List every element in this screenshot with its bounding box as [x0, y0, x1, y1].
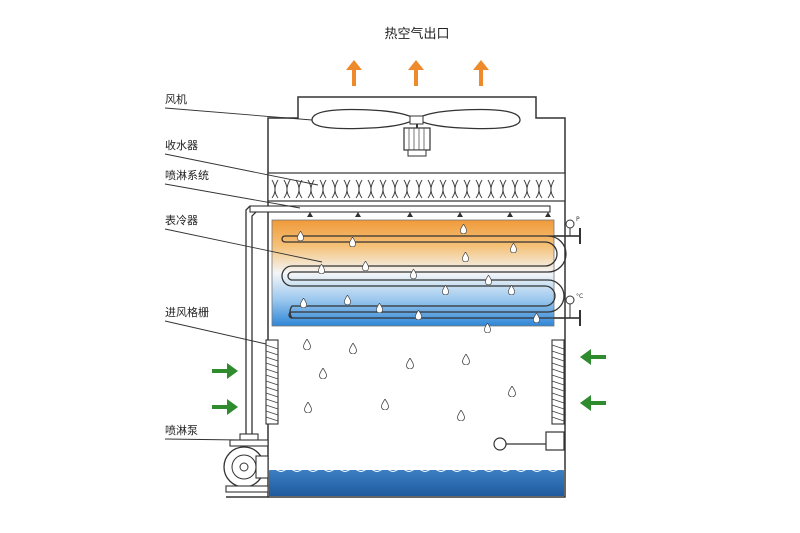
inlet-air-arrow-left-2 — [212, 399, 238, 415]
label-spray-pump-group: 喷淋泵 — [164, 424, 241, 441]
drift-eliminator — [267, 172, 566, 202]
inlet-air-arrow-left-1 — [212, 363, 238, 379]
hot-air-arrow-3 — [473, 60, 489, 86]
up-arrow-icon — [473, 60, 489, 86]
fan-motor — [403, 127, 431, 151]
coil-tubes — [281, 235, 580, 319]
pressure-gauge — [565, 219, 575, 229]
hot-air-arrow-2 — [408, 60, 424, 86]
left-air-inlet-louver — [265, 339, 279, 425]
coil-piping: P °C — [554, 216, 583, 326]
fan — [311, 108, 521, 157]
spray-pump — [223, 205, 269, 498]
inlet-air-arrow-right-1 — [580, 349, 606, 365]
thermometer-gauge — [565, 295, 575, 305]
label-fan-group: 风机 — [164, 92, 313, 121]
label-spray-system: 喷淋系统 — [165, 169, 209, 182]
inlet-air-arrow-right-2 — [580, 395, 606, 411]
spray-header — [249, 205, 551, 217]
pressure-gauge-label: P — [576, 216, 580, 223]
label-eliminator-group: 收水器 — [164, 138, 319, 186]
label-spray-pump: 喷淋泵 — [165, 424, 198, 437]
up-arrow-icon — [346, 60, 362, 86]
label-air-inlet-louver: 进风格栅 — [165, 305, 209, 319]
label-spray-system-group: 喷淋系统 — [164, 169, 301, 209]
right-air-inlet-louver — [551, 339, 565, 425]
hot-air-arrow-1 — [346, 60, 362, 86]
label-coil-group: 表冷器 — [164, 213, 323, 263]
up-arrow-icon — [408, 60, 424, 86]
water-basin — [268, 468, 565, 496]
label-air-inlet-louver-group: 进风格栅 — [164, 305, 267, 345]
hot-air-outlet-title: 热空气出口 — [384, 26, 449, 42]
label-coil: 表冷器 — [165, 213, 198, 227]
thermometer-gauge-label: °C — [576, 293, 583, 300]
label-eliminator: 收水器 — [165, 138, 198, 152]
float-valve — [493, 431, 565, 451]
label-fan: 风机 — [165, 92, 187, 106]
